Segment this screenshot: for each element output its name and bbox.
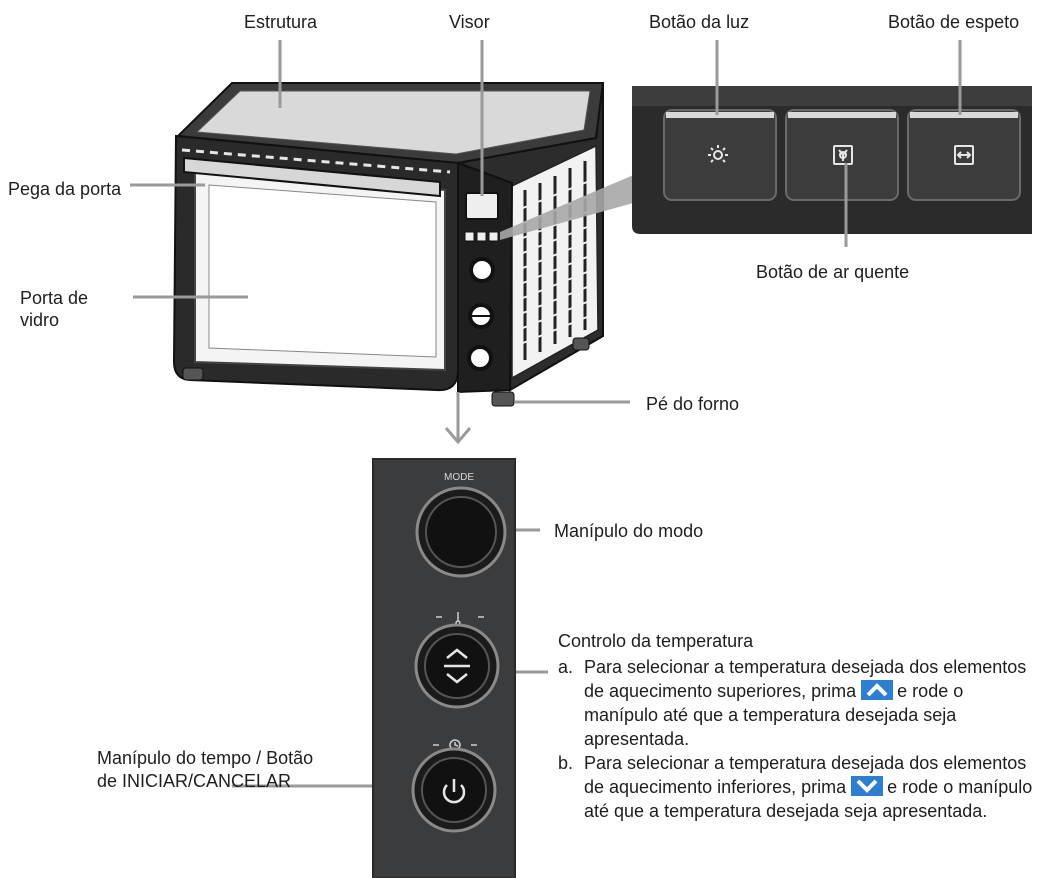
display-buttons xyxy=(464,231,499,242)
mode-label: MODE xyxy=(444,472,474,483)
leader-lines xyxy=(130,40,962,788)
label-porta-vidro: Porta de vidro xyxy=(20,288,89,330)
instruction-item: a. Para selecionar a temperatura desejad… xyxy=(558,655,1042,751)
chevron-up-icon xyxy=(861,680,894,700)
instruction-item: b. Para selecionar a temperatura desejad… xyxy=(558,751,1042,823)
instruction-text: Para selecionar a temperatura desejada d… xyxy=(584,753,1027,797)
label-botao-ar-quente: Botão de ar quente xyxy=(756,262,910,282)
label-visor: Visor xyxy=(449,12,490,32)
temperature-control-title: Controlo da temperatura xyxy=(558,631,754,651)
label-estrutura: Estrutura xyxy=(244,12,318,32)
instruction-text-after: e rode o manípulo até que a temperatura … xyxy=(584,777,1033,821)
instruction-marker: a. xyxy=(558,657,574,677)
label-manipulo-modo: Manípulo do modo xyxy=(554,521,704,541)
temperature-control-description: Controlo da temperatura a. Para selecion… xyxy=(558,629,1042,823)
up-down-icon xyxy=(444,648,470,684)
control-panel xyxy=(372,458,516,878)
power-icon xyxy=(442,779,466,804)
temperature-instructions: a. Para selecionar a temperatura desejad… xyxy=(558,655,1042,823)
instruction-marker: b. xyxy=(558,753,574,773)
label-botao-luz: Botão da luz xyxy=(649,12,750,32)
label-pe-forno: Pé do forno xyxy=(646,394,740,414)
thermometer-icon xyxy=(436,612,484,626)
label-pega-porta: Pega da porta xyxy=(8,179,122,199)
instruction-text-after: e rode o manípulo até que a temperatura … xyxy=(584,681,964,749)
light-icon xyxy=(708,145,728,163)
chevron-down-icon xyxy=(851,776,884,796)
rotisserie-icon xyxy=(954,145,974,165)
oven-knobs xyxy=(467,257,495,371)
button-closeup xyxy=(632,86,1032,234)
label-botao-espeto: Botão de espeto xyxy=(888,12,1020,32)
oven-illustration xyxy=(172,82,605,407)
hot-air-icon xyxy=(833,145,853,165)
instruction-text: Para selecionar a temperatura desejada d… xyxy=(584,657,1027,701)
label-manipulo-tempo: Manípulo do tempo / Botão de INICIAR/CAN… xyxy=(97,748,314,791)
